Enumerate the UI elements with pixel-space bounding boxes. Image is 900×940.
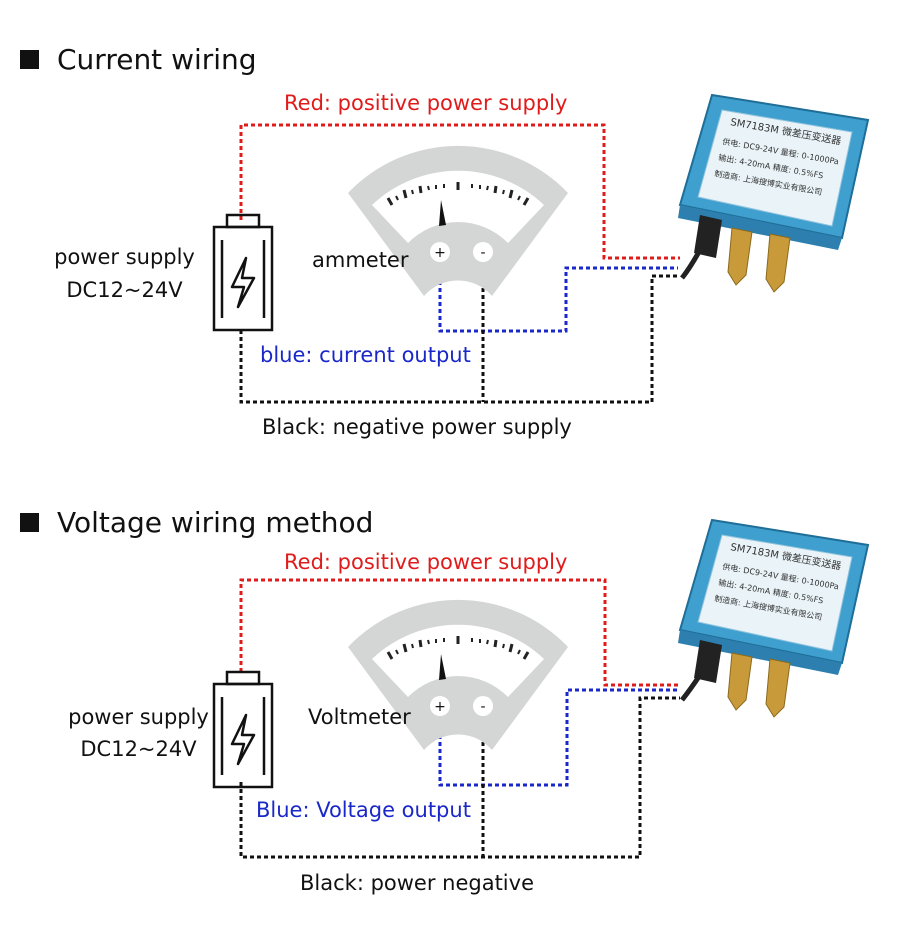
pressure-port-right [765,658,791,718]
red-wire-label: Red: positive power supply [284,91,568,115]
power-supply-label: power supply [68,705,209,729]
black-wire [239,696,680,859]
pressure-port-left [727,652,753,711]
blue-wire-label: blue: current output [260,343,471,367]
pressure-transmitter: SM7183M 微差压变送器 供电: DC9-24V 量程: 0-1000Pa … [678,518,870,718]
plus-terminal: + [434,699,446,715]
cable-gland [694,640,722,683]
ammeter-gauge [348,145,568,296]
square-bullet-icon [20,513,39,532]
red-wire [239,578,680,687]
red-wire [239,123,680,260]
voltmeter-gauge [348,599,568,750]
black-wire-label: Black: negative power supply [262,415,572,439]
pressure-port-left [727,227,753,286]
square-bullet-icon [20,50,39,69]
plus-terminal: + [434,245,446,261]
battery-icon [212,213,274,332]
needle [439,200,446,226]
blue-wire [438,688,678,787]
blue-wire-label: Blue: Voltage output [256,798,471,822]
meter-label: ammeter [312,248,409,272]
heading-text: Current wiring [57,43,257,76]
power-voltage-label: DC12~24V [80,737,197,761]
power-voltage-label: DC12~24V [66,278,183,302]
black-wire-label: Black: power negative [300,871,534,895]
needle [439,654,446,680]
battery-icon [212,670,274,789]
section-heading: Current wiring [20,43,257,76]
cable-gland [694,215,722,258]
current-wiring-diagram: SM7183M 微差压变送器 供电: DC9-24V 量程: 0-1000Pa … [212,93,870,404]
blue-wire [438,253,678,333]
minus-terminal: - [480,699,485,715]
meter-label: Voltmeter [308,705,411,729]
minus-terminal: - [480,245,485,261]
section-heading: Voltage wiring method [20,506,373,539]
red-wire-label: Red: positive power supply [284,550,568,574]
heading-text: Voltage wiring method [57,506,374,539]
pressure-port-right [765,233,791,293]
pressure-transmitter: SM7183M 微差压变送器 供电: DC9-24V 量程: 0-1000Pa … [678,93,870,293]
black-wire [239,274,680,404]
voltage-wiring-diagram: SM7183M 微差压变送器 供电: DC9-24V 量程: 0-1000Pa … [212,518,870,859]
power-supply-label: power supply [54,245,195,269]
